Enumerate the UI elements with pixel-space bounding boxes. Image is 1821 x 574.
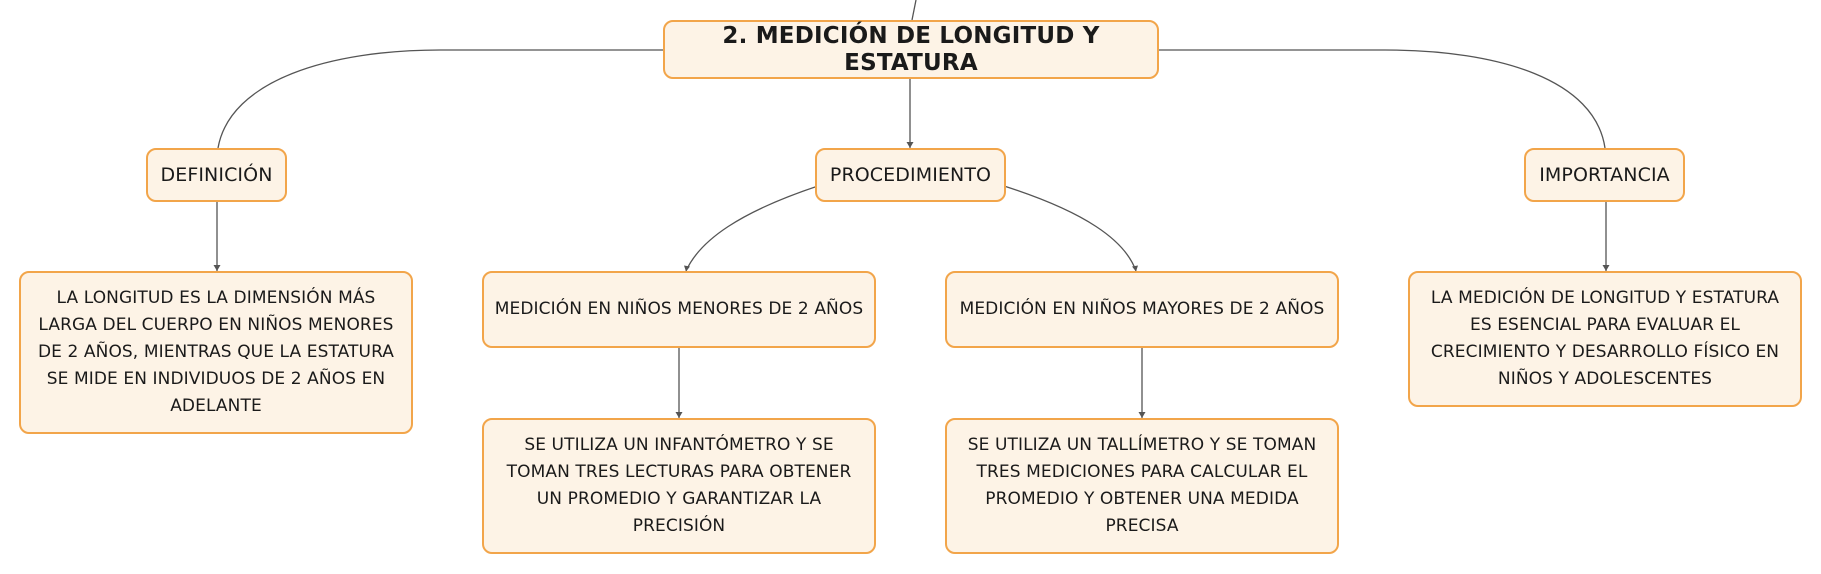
procedimiento-label: PROCEDIMIENTO xyxy=(829,163,992,186)
arrowhead-importancia-detail xyxy=(1602,265,1610,271)
definicion-label: DEFINICIÓN xyxy=(160,163,273,186)
connector-parent-to-root xyxy=(911,0,917,21)
menores-detail-node[interactable]: SE UTILIZA UN INFANTÓMETRO Y SE TOMAN TR… xyxy=(482,418,876,554)
definicion-detail-text: LA LONGITUD ES LA DIMENSIÓN MÁS LARGA DE… xyxy=(37,288,395,416)
importancia-detail-text: LA MEDICIÓN DE LONGITUD Y ESTATURA ES ES… xyxy=(1430,288,1780,389)
connector-procedimiento-to-mayores xyxy=(1003,185,1137,272)
definicion-node[interactable]: DEFINICIÓN xyxy=(146,148,287,202)
arrowhead-menores xyxy=(684,265,690,272)
menores-label: MEDICIÓN EN NIÑOS MENORES DE 2 AÑOS xyxy=(494,299,864,319)
root-label: 2. MEDICIÓN DE LONGITUD Y ESTATURA xyxy=(722,22,1100,76)
arrowhead-mayores xyxy=(1132,265,1138,272)
connector-root-to-importancia xyxy=(1159,49,1606,149)
connector-procedimiento-to-menores xyxy=(685,185,819,272)
procedimiento-node[interactable]: PROCEDIMIENTO xyxy=(815,148,1006,202)
mayores-detail-node[interactable]: SE UTILIZA UN TALLÍMETRO Y SE TOMAN TRES… xyxy=(945,418,1339,554)
definicion-detail-node[interactable]: LA LONGITUD ES LA DIMENSIÓN MÁS LARGA DE… xyxy=(19,271,413,434)
arrowhead-mayores-detail xyxy=(1138,412,1146,418)
connector-root-to-definicion xyxy=(217,49,663,149)
arrowhead-procedimiento xyxy=(906,142,914,148)
arrowhead-menores-detail xyxy=(675,412,683,418)
mayores-detail-text: SE UTILIZA UN TALLÍMETRO Y SE TOMAN TRES… xyxy=(967,435,1317,536)
root-node[interactable]: 2. MEDICIÓN DE LONGITUD Y ESTATURA xyxy=(663,20,1159,79)
importancia-node[interactable]: IMPORTANCIA xyxy=(1524,148,1685,202)
mayores-label: MEDICIÓN EN NIÑOS MAYORES DE 2 AÑOS xyxy=(959,299,1325,319)
importancia-detail-node[interactable]: LA MEDICIÓN DE LONGITUD Y ESTATURA ES ES… xyxy=(1408,271,1802,407)
menores-node[interactable]: MEDICIÓN EN NIÑOS MENORES DE 2 AÑOS xyxy=(482,271,876,348)
importancia-label: IMPORTANCIA xyxy=(1539,163,1670,186)
mayores-node[interactable]: MEDICIÓN EN NIÑOS MAYORES DE 2 AÑOS xyxy=(945,271,1339,348)
arrowhead-definicion-detail xyxy=(213,265,221,271)
menores-detail-text: SE UTILIZA UN INFANTÓMETRO Y SE TOMAN TR… xyxy=(506,435,852,536)
